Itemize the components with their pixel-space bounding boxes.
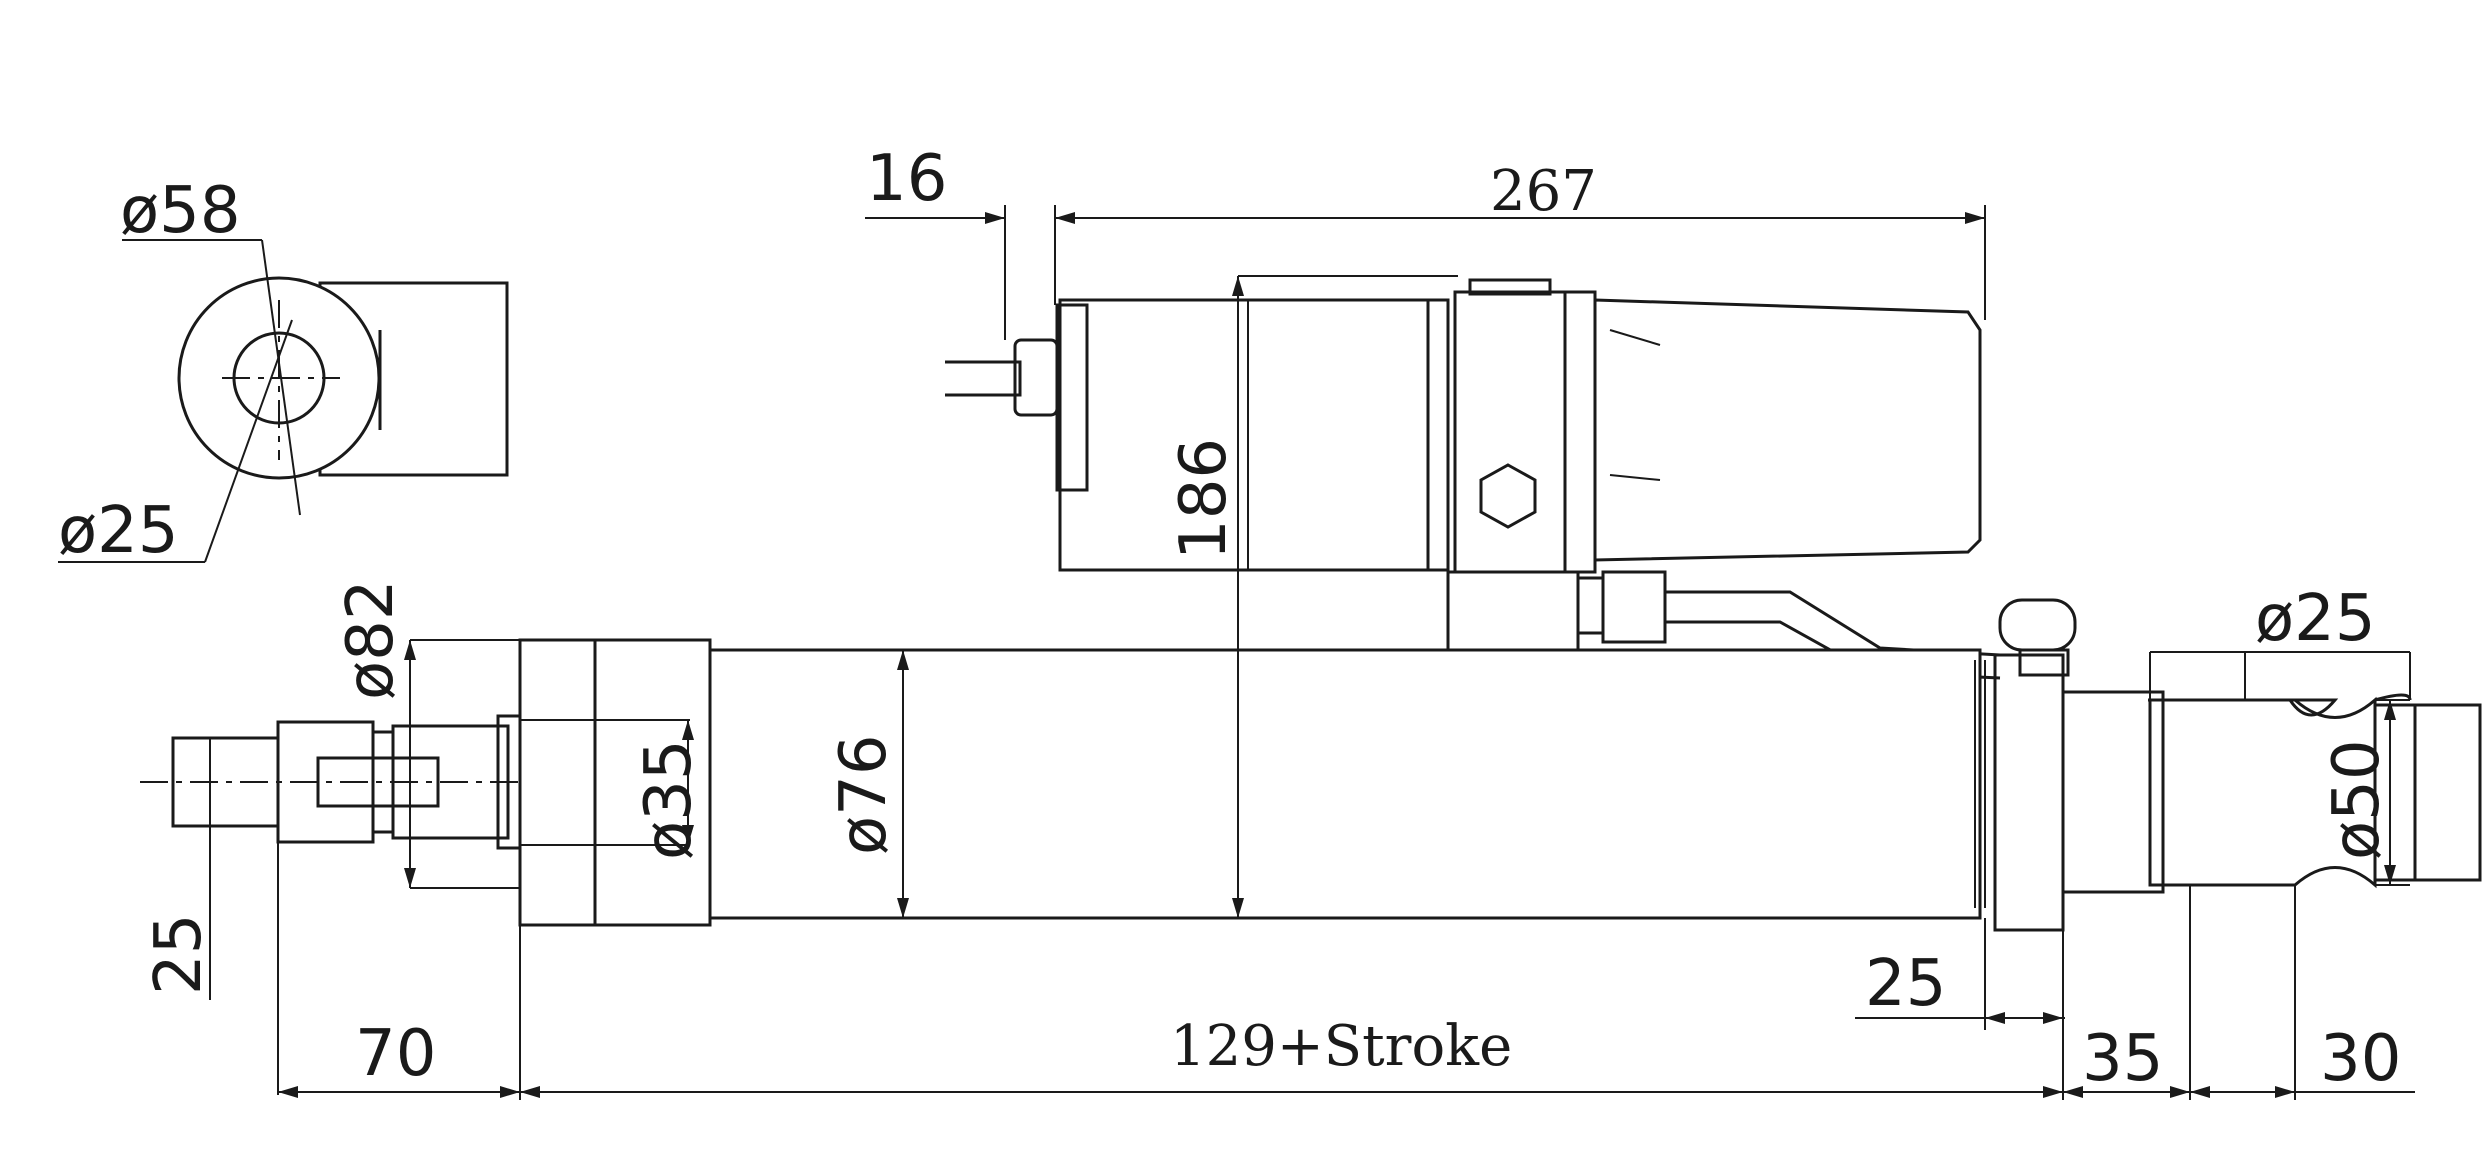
dim-d82: ø82 <box>334 579 408 700</box>
rear-mount <box>2148 698 2339 887</box>
dim-30: 30 <box>2320 1022 2401 1096</box>
dim-d35: ø35 <box>632 739 706 860</box>
cylinder-assembly <box>140 638 2482 932</box>
dim-d76: ø76 <box>827 734 901 855</box>
breather-cap <box>1998 598 2077 652</box>
dim-16: 16 <box>866 142 947 216</box>
dim-267: 267 <box>1490 159 1597 224</box>
dimension-lines: 16 267 186 ø82 ø35 ø76 <box>142 142 2415 1100</box>
power-cable <box>945 360 1022 397</box>
motor-body <box>1058 298 1430 572</box>
dim-25-left: 25 <box>142 914 216 995</box>
dim-stroke: 129+Stroke <box>1170 1014 1512 1079</box>
rear-cap <box>1993 653 2065 932</box>
motor-assembly <box>945 278 2077 684</box>
cylinder-barrel <box>708 648 1982 920</box>
dim-25-bottom: 25 <box>1865 947 1946 1021</box>
motor-end-cap <box>1055 303 1089 492</box>
rod-end-view: ø58 ø25 <box>58 174 509 568</box>
front-gland <box>518 638 712 927</box>
gearbox-housing <box>1453 290 1567 574</box>
dim-d25-right: ø25 <box>2255 582 2376 656</box>
dim-70: 70 <box>355 1017 436 1091</box>
d58-label: ø58 <box>120 174 241 248</box>
dim-186: 186 <box>1167 438 1241 560</box>
dim-35: 35 <box>2082 1022 2163 1096</box>
tapered-housing <box>1593 298 1982 562</box>
dim-d50: ø50 <box>2320 739 2394 860</box>
d25-end-label: ø25 <box>58 494 179 568</box>
hex-nut <box>1479 463 1537 529</box>
valve-block <box>1446 570 1580 654</box>
